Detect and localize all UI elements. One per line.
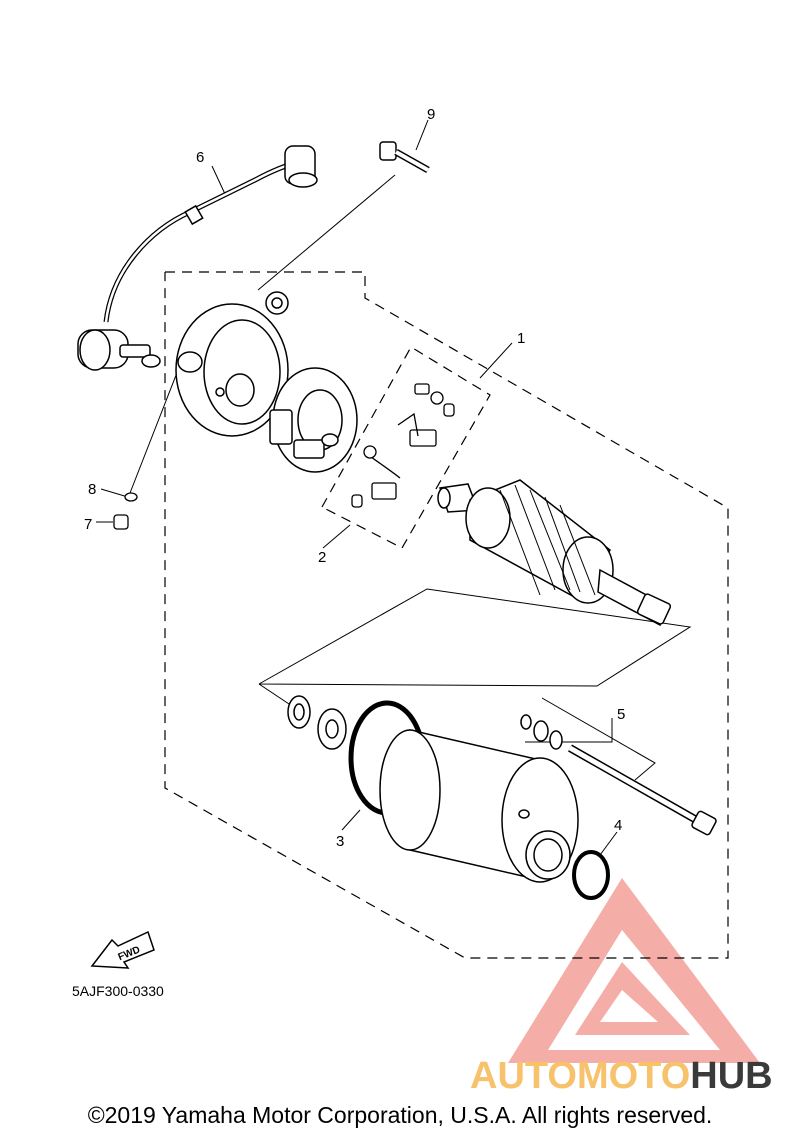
watermark-text: AUTOMOTOHUB [470, 1055, 773, 1097]
diagram-code: 5AJF300-0330 [72, 983, 164, 999]
callout-3: 3 [336, 833, 344, 850]
brush-set-part [351, 383, 455, 508]
copyright-footer: ©2019 Yamaha Motor Corporation, U.S.A. A… [87, 1102, 713, 1128]
callout-9: 9 [427, 106, 435, 123]
assembly-boundary [164, 271, 729, 959]
callout-4: 4 [614, 817, 622, 834]
watermark-logo [508, 878, 760, 1063]
armature-part [437, 479, 672, 627]
lead-wire-part [77, 145, 318, 371]
bolt-part [379, 141, 430, 174]
callout-1: 1 [517, 330, 525, 347]
callout-7: 7 [84, 516, 92, 533]
washers-part [287, 695, 347, 750]
yoke-part [379, 729, 579, 883]
callout-2: 2 [318, 549, 326, 566]
o-ring-small-part [572, 850, 610, 900]
through-bolt-part [520, 714, 717, 836]
callout-5: 5 [617, 706, 625, 723]
callout-8: 8 [88, 481, 96, 498]
fwd-arrow-icon [90, 930, 155, 969]
brush-plate-part [269, 367, 358, 473]
end-cover-part [175, 291, 289, 437]
screw-washer-part [113, 492, 138, 530]
callout-6: 6 [196, 149, 204, 166]
